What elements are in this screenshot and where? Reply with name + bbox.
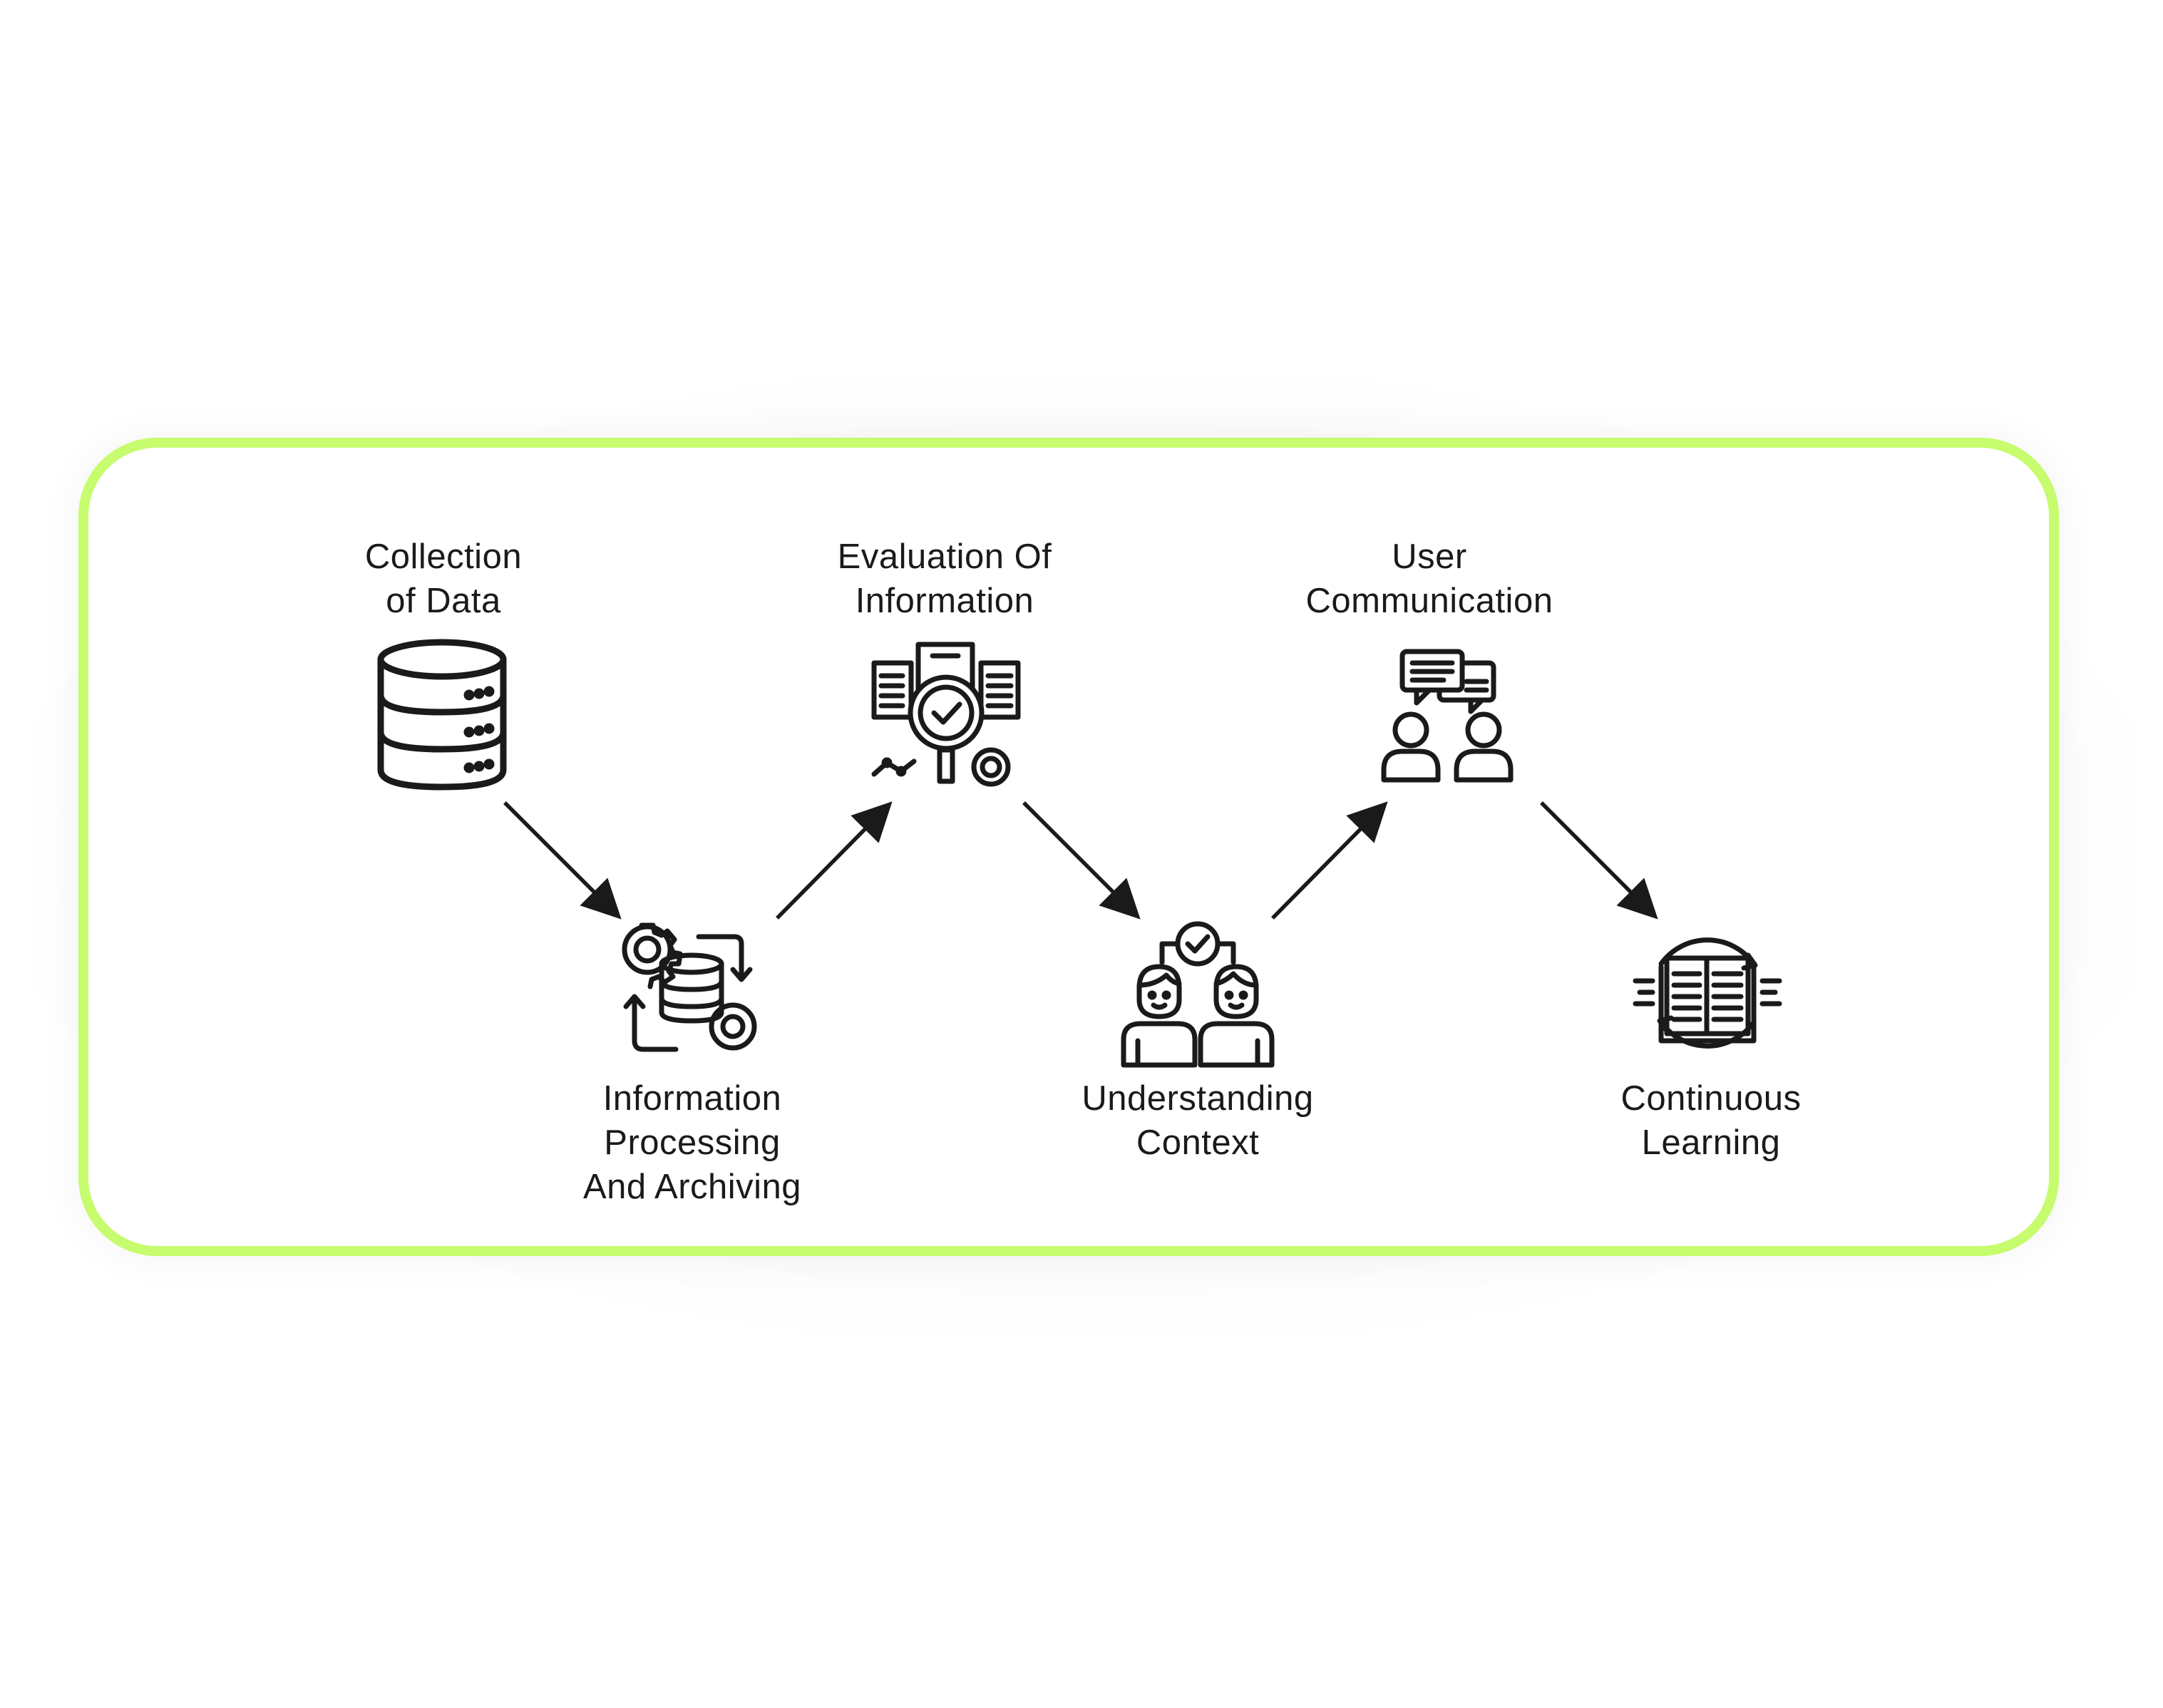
step-label-evaluation-of-information: Evaluation Of Information — [837, 537, 1052, 620]
user-chat-icon — [1381, 649, 1514, 783]
evaluation-magnifier-icon — [871, 642, 1021, 787]
step-label-continuous-learning: Continuous Learning — [1620, 1079, 1802, 1162]
step-label-collection-of-data: Collection of Data — [364, 537, 523, 620]
step-label-information-processing: Information Processing And Archiving — [582, 1079, 802, 1206]
data-processing-icon — [622, 922, 757, 1052]
arrow-step5-to-step6 — [1540, 801, 1658, 920]
arrow-step3-to-step4 — [1022, 801, 1141, 920]
database-icon — [377, 639, 507, 791]
arrow-step2-to-step3 — [776, 801, 893, 920]
open-book-icon — [1633, 937, 1782, 1049]
step-label-user-communication: User Communication — [1305, 537, 1553, 620]
step-label-understanding-context: Understanding Context — [1082, 1079, 1314, 1162]
people-understanding-icon — [1121, 921, 1275, 1068]
arrow-step1-to-step2 — [503, 801, 622, 920]
arrow-step4-to-step5 — [1271, 801, 1388, 920]
